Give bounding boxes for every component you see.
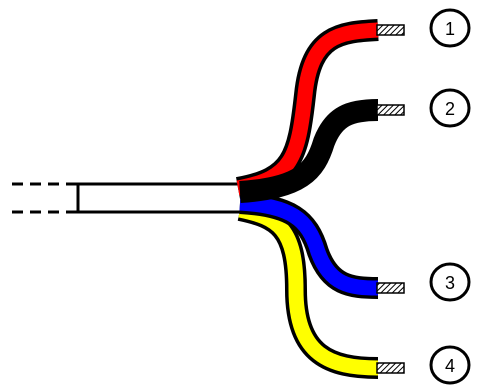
callout-2: 2 — [429, 88, 471, 128]
conductor-end-4 — [376, 362, 405, 374]
wire-4-group — [237, 199, 379, 379]
callout-label-1: 1 — [445, 19, 455, 39]
callout-label-4: 4 — [445, 356, 455, 376]
wire-3 — [239, 195, 379, 296]
wire-3-group — [239, 192, 379, 299]
wire-2-group — [239, 99, 379, 203]
callout-3: 3 — [429, 262, 471, 302]
callout-1: 1 — [429, 8, 471, 48]
conductor-end-2 — [376, 104, 405, 116]
wire-4 — [238, 202, 379, 376]
cable-continuation-dashes — [12, 182, 78, 214]
cable-sheath — [76, 182, 245, 214]
wire-1-group — [235, 19, 379, 199]
callout-label-3: 3 — [445, 273, 455, 293]
callout-label-2: 2 — [445, 99, 455, 119]
callout-4: 4 — [429, 345, 471, 385]
wire-1 — [236, 22, 379, 196]
conductor-end-3 — [376, 282, 405, 294]
wire-2 — [239, 102, 379, 200]
conductor-end-1 — [376, 24, 405, 36]
conductor-ends — [376, 24, 405, 374]
